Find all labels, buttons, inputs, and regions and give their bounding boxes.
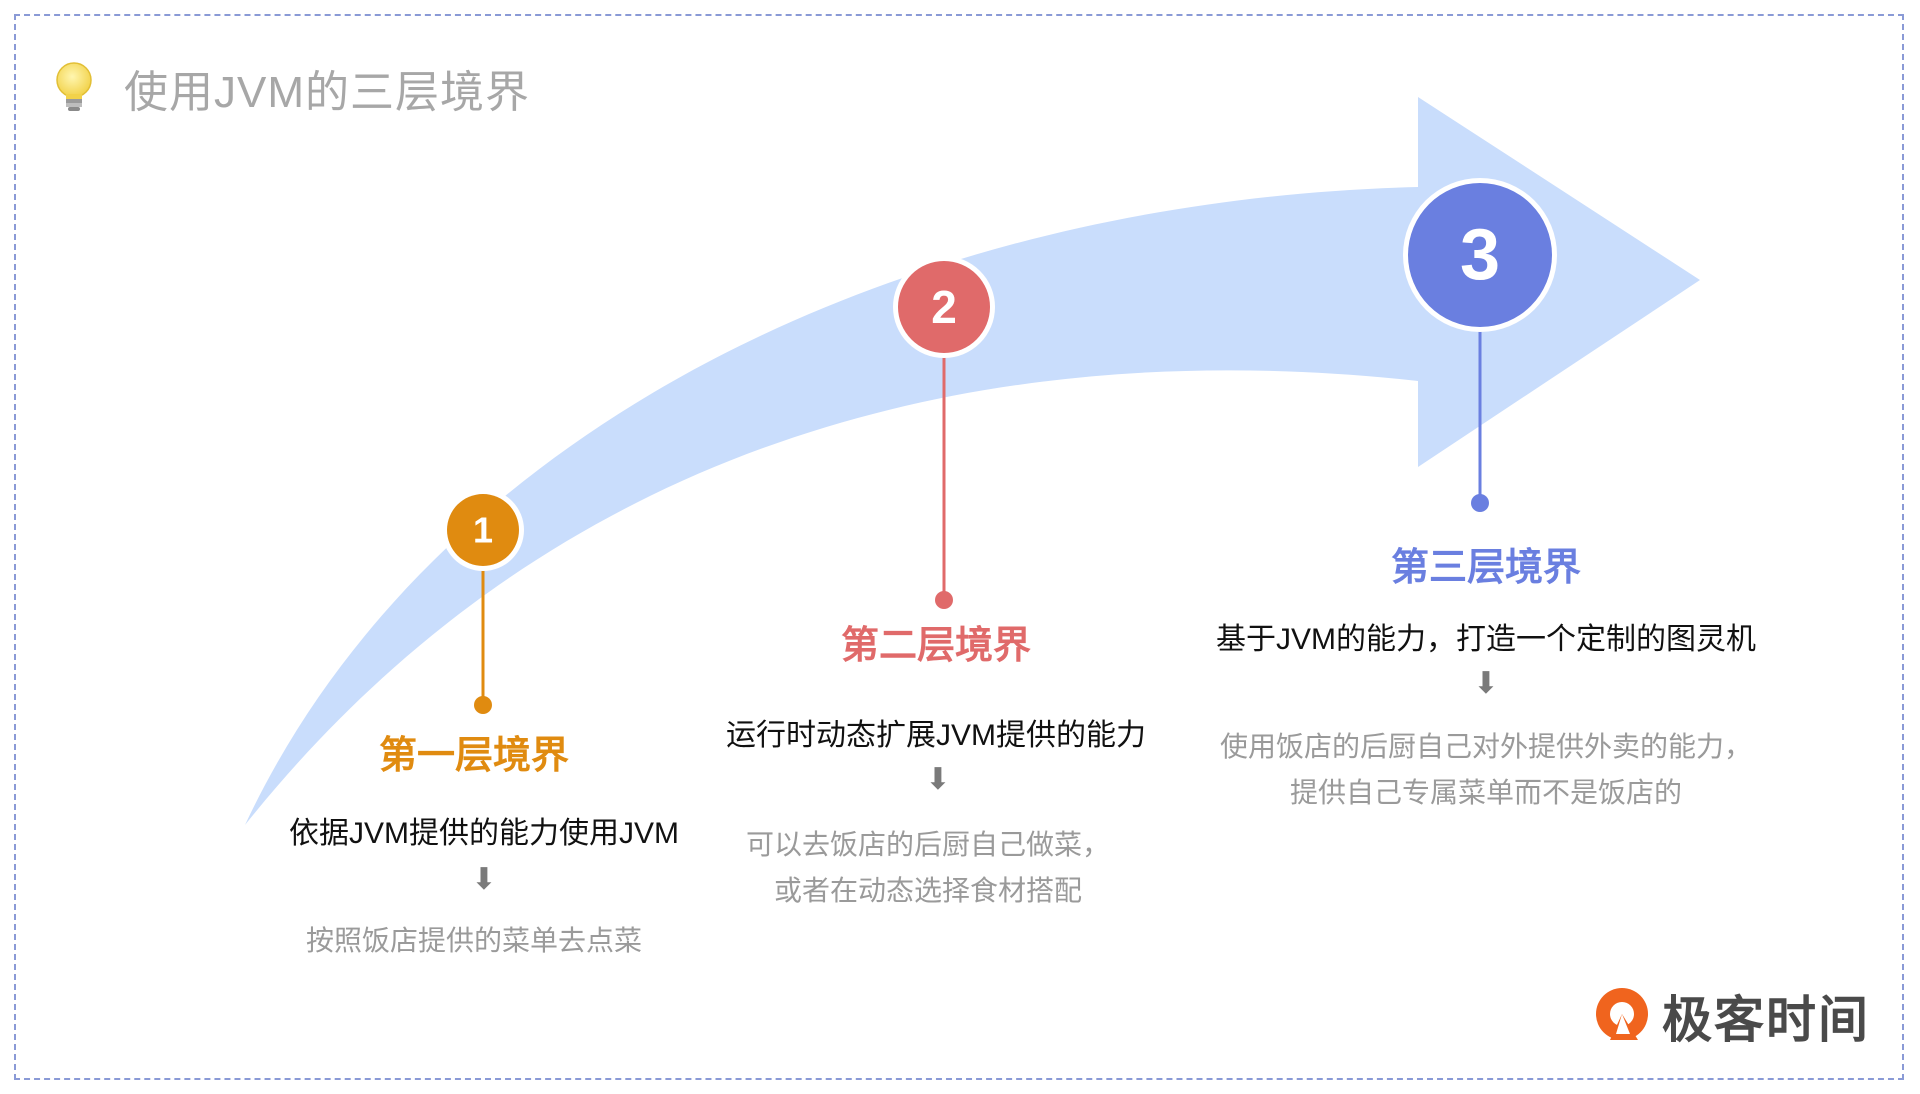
brand-name: 极客时间	[1662, 992, 1870, 1048]
geektime-logo-icon	[1596, 988, 1648, 1040]
brand: 极客时间	[1592, 980, 1870, 1052]
stage-3-connector-dot	[1471, 494, 1489, 512]
lightbulb-icon	[56, 62, 92, 111]
down-arrow-icon: ⬇	[925, 763, 951, 796]
stage-title: 第二层境界	[840, 625, 1031, 667]
example-line: 可以去饭店的后厨自己做菜，	[745, 829, 1110, 860]
dashed-frame	[14, 14, 1904, 1080]
stage-1-marker	[447, 494, 519, 566]
stage-example: 使用饭店的后厨自己对外提供外卖的能力， 提供自己专属菜单而不是饭店的	[1136, 724, 1836, 816]
example-line: 按照饭店提供的菜单去点菜	[305, 925, 642, 956]
down-arrow-icon: ⬇	[471, 863, 497, 896]
example-line: 提供自己专属菜单而不是饭店的	[1289, 777, 1682, 808]
page-title: 使用JVM的三层境界	[124, 68, 530, 117]
stage-3-marker	[1408, 183, 1552, 327]
stage-2-marker	[898, 261, 990, 353]
stage-example: 按照饭店提供的菜单去点菜	[124, 918, 824, 964]
stage-description: 依据JVM提供的能力使用JVM	[289, 817, 679, 850]
stage-1-number: 1	[473, 510, 493, 551]
down-arrow-icon: ⬇	[1473, 667, 1499, 700]
stage-2-number: 2	[931, 281, 957, 333]
progress-arrow	[245, 97, 1700, 825]
stage-1-connector-dot	[474, 696, 492, 714]
header: 使用JVM的三层境界	[52, 58, 530, 118]
stage-example: 可以去饭店的后厨自己做菜， 或者在动态选择食材搭配	[578, 822, 1278, 914]
stage-title: 第一层境界	[378, 735, 569, 777]
stage-title: 第三层境界	[1390, 547, 1581, 589]
stage-description: 基于JVM的能力，打造一个定制的图灵机	[1216, 623, 1756, 656]
example-line: 或者在动态选择食材搭配	[773, 875, 1082, 906]
stage-description: 运行时动态扩展JVM提供的能力	[726, 719, 1146, 752]
stage-2-connector-dot	[935, 591, 953, 609]
example-line: 使用饭店的后厨自己对外提供外卖的能力，	[1219, 731, 1752, 762]
stage-3-number: 3	[1460, 215, 1500, 295]
